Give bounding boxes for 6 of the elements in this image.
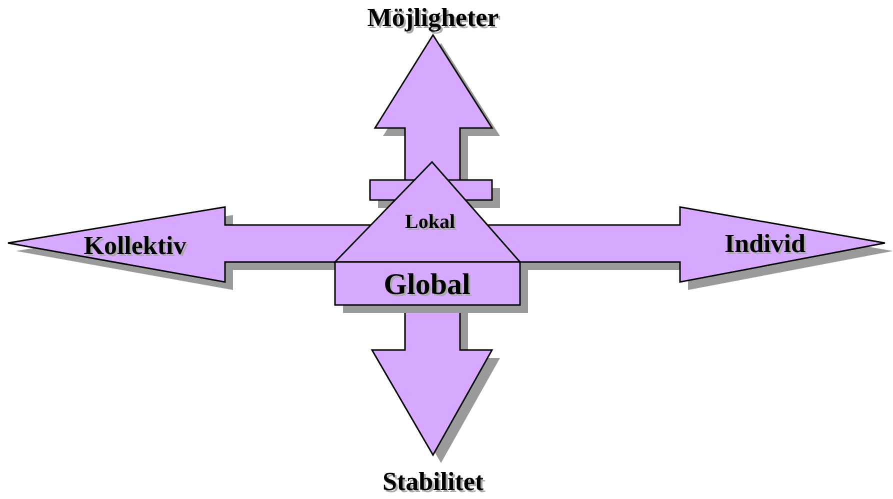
shape-label: Global <box>384 270 470 300</box>
shape-label: Individ <box>724 231 806 257</box>
shape-label: Stabilitet <box>382 469 484 495</box>
shape-label: Kollektiv <box>84 233 186 259</box>
shape-label: Möjligheter <box>367 5 499 31</box>
shape-label: Lokal <box>404 212 456 232</box>
